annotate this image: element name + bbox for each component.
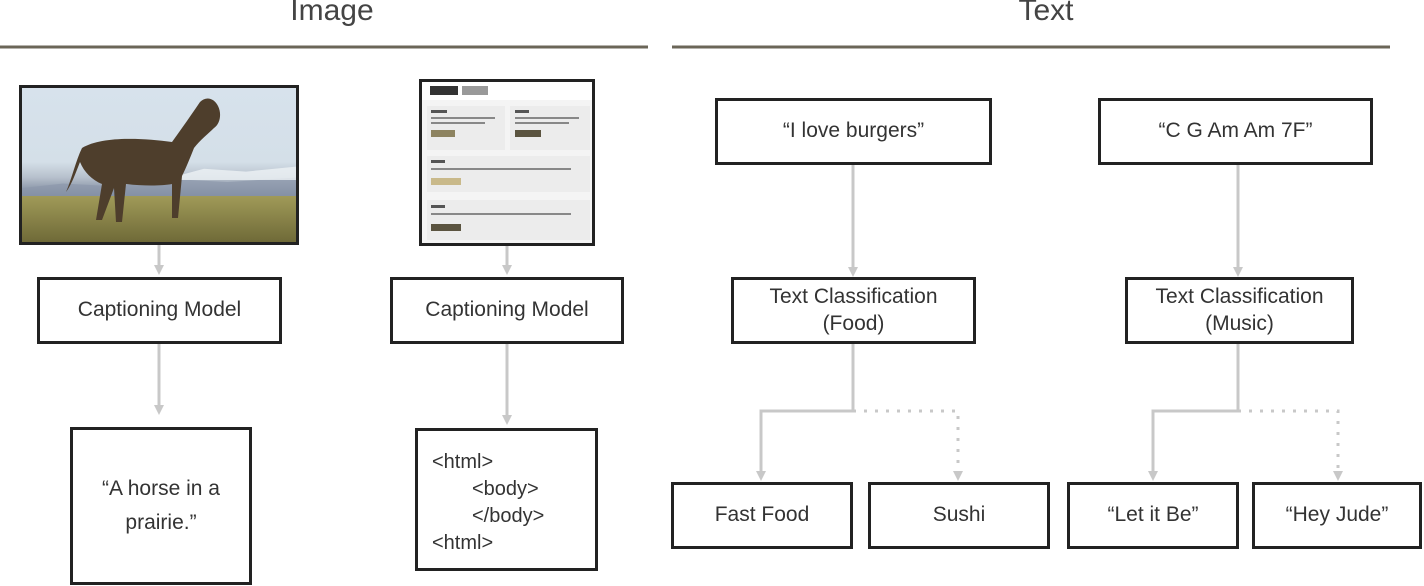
image-section-header: Image	[290, 0, 374, 27]
html-output-line-4: <html>	[432, 532, 494, 554]
captioning-model-right-label: Captioning Model	[425, 298, 589, 322]
caption-output: “A horse in a prairie.”	[70, 427, 252, 585]
food-input-text-label: “I love burgers”	[782, 119, 925, 143]
html-output-line-2: <body>	[472, 478, 539, 500]
music-classifier-line-2: (Music)	[1205, 311, 1274, 335]
horse-photo	[19, 85, 299, 245]
captioning-model-left: Captioning Model	[37, 277, 282, 344]
horse-icon	[66, 98, 221, 222]
html-output-line-1: <html>	[432, 451, 494, 473]
output-sushi-label: Sushi	[932, 503, 986, 527]
output-sushi: Sushi	[868, 482, 1050, 549]
html-output: <html> <body> </body> <html>	[415, 428, 598, 571]
output-hey-jude: “Hey Jude”	[1252, 482, 1422, 549]
arrow-food-to-fast-food	[756, 344, 855, 481]
music-input-text: “C G Am Am 7F”	[1098, 98, 1373, 165]
captioning-model-left-label: Captioning Model	[77, 298, 242, 322]
arrow-music-to-let-it-be	[1148, 344, 1240, 481]
food-classifier-line-2: (Food)	[822, 311, 885, 335]
output-hey-jude-label: “Hey Jude”	[1285, 503, 1389, 527]
output-fast-food-label: Fast Food	[714, 503, 810, 527]
caption-output-line-2: prairie.”	[125, 511, 197, 534]
music-input-text-label: “C G Am Am 7F”	[1158, 119, 1313, 143]
music-classifier-line-1: Text Classification	[1155, 284, 1324, 308]
output-fast-food: Fast Food	[671, 482, 853, 549]
arrow-food-to-sushi	[853, 409, 963, 481]
html-output-line-3: </body>	[472, 505, 545, 527]
music-classifier: Text Classification (Music)	[1125, 277, 1354, 344]
caption-output-line-1: “A horse in a	[102, 477, 220, 501]
food-input-text: “I love burgers”	[715, 98, 992, 165]
output-let-it-be: “Let it Be”	[1067, 482, 1239, 549]
output-let-it-be-label: “Let it Be”	[1107, 503, 1199, 527]
food-classifier: Text Classification (Food)	[731, 277, 976, 344]
text-section-header: Text	[1018, 0, 1074, 27]
arrow-music-to-hey-jude	[1238, 409, 1343, 481]
web-page-screenshot	[419, 79, 595, 246]
captioning-model-right: Captioning Model	[390, 277, 624, 344]
food-classifier-line-1: Text Classification	[769, 284, 938, 308]
